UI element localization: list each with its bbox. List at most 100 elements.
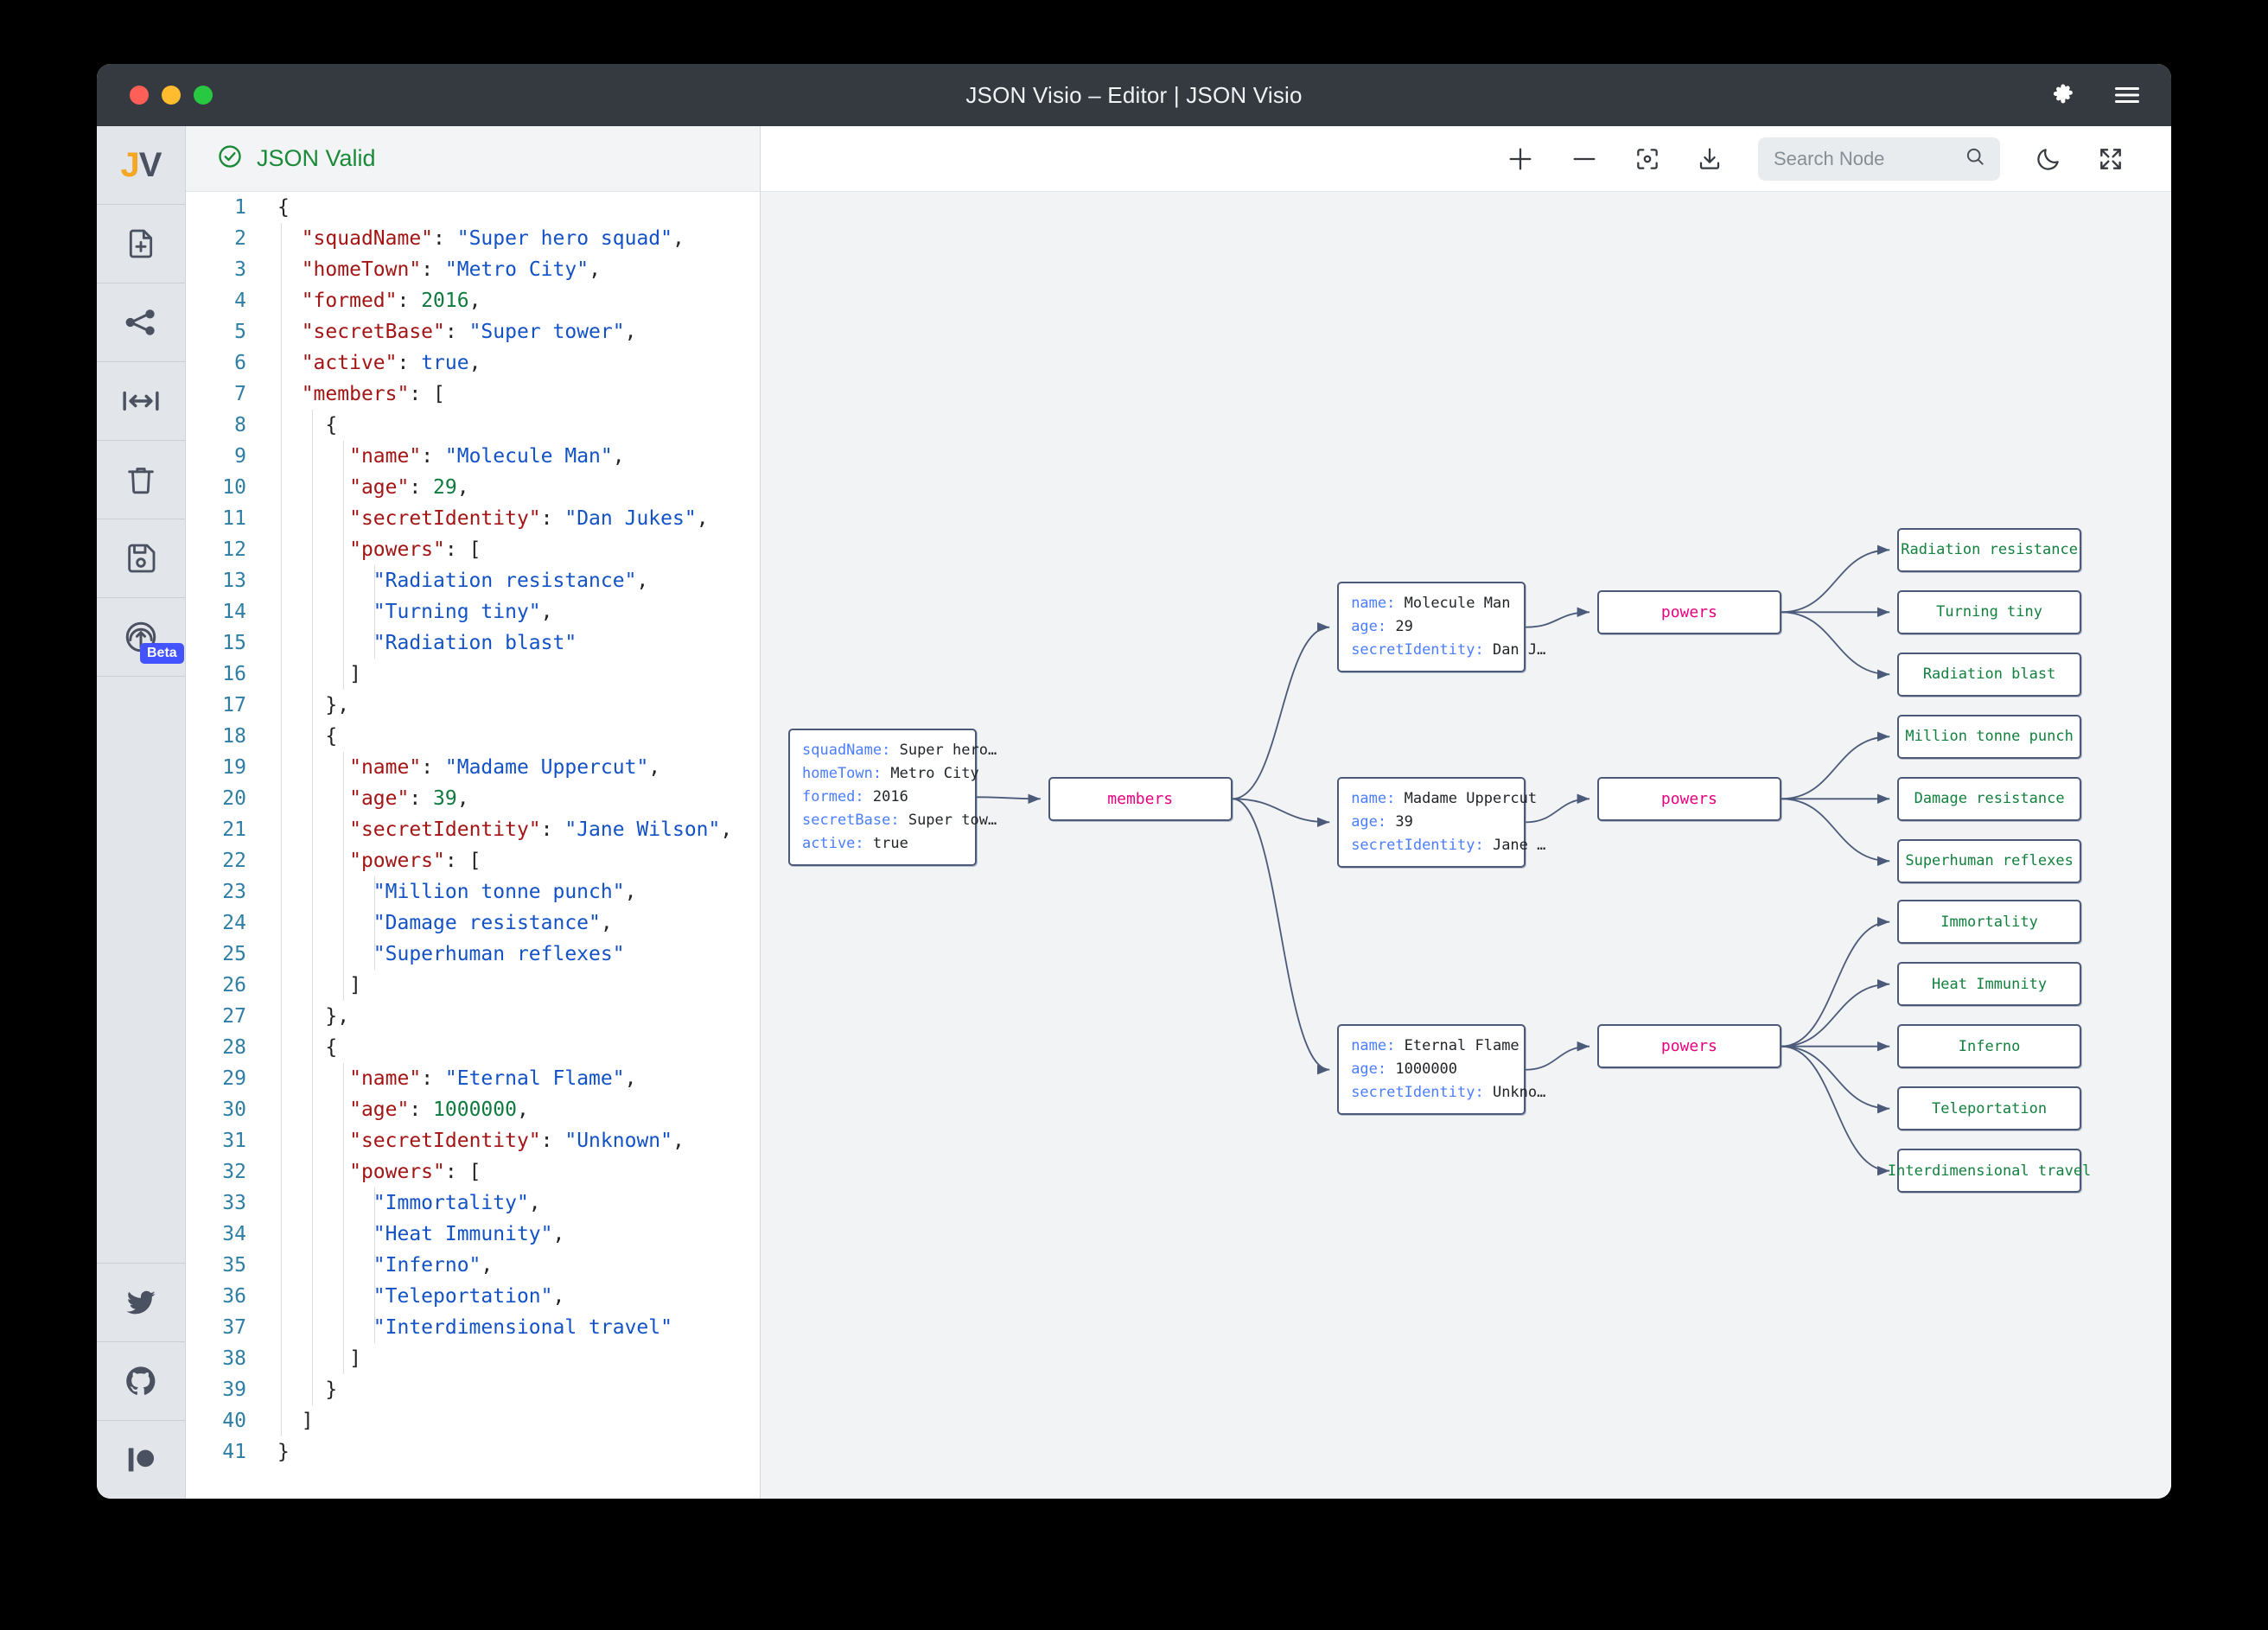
code-editor[interactable]: 1{2 "squadName": "Super hero squad",3 "h… [186, 192, 760, 1499]
graph-leaf-node[interactable]: Damage resistance [1897, 776, 2081, 821]
code-line[interactable]: 37 "Interdimensional travel" [186, 1312, 760, 1343]
graph-parent-node[interactable]: members [1048, 776, 1233, 821]
code-line[interactable]: 23 "Million tonne punch", [186, 876, 760, 907]
graph-leaf-node[interactable]: Superhuman reflexes [1897, 838, 2081, 883]
code-line[interactable]: 22 "powers": [ [186, 845, 760, 876]
search-icon[interactable] [1964, 145, 1986, 172]
code-line[interactable]: 3 "homeTown": "Metro City", [186, 254, 760, 285]
code-line[interactable]: 9 "name": "Molecule Man", [186, 441, 760, 472]
code-line[interactable]: 11 "secretIdentity": "Dan Jukes", [186, 503, 760, 534]
code-line[interactable]: 21 "secretIdentity": "Jane Wilson", [186, 814, 760, 845]
indent-guide [343, 627, 344, 659]
code-line[interactable]: 25 "Superhuman reflexes" [186, 939, 760, 970]
graph-object-node[interactable]: squadName: Super hero…homeTown: Metro Ci… [788, 728, 997, 866]
save-disk-icon[interactable] [97, 519, 185, 598]
graph-edge [1526, 793, 1590, 824]
puzzle-icon[interactable] [2048, 82, 2074, 108]
code-lines-container[interactable]: 1{2 "squadName": "Super hero squad",3 "h… [186, 192, 760, 1499]
new-file-icon[interactable] [97, 205, 185, 283]
code-line[interactable]: 19 "name": "Madame Uppercut", [186, 752, 760, 783]
cloud-upload-icon[interactable]: Beta [97, 598, 185, 677]
code-line[interactable]: 28 { [186, 1032, 760, 1063]
indent-guide [374, 565, 375, 596]
code-line[interactable]: 8 { [186, 410, 760, 441]
download-icon[interactable] [1696, 145, 1723, 173]
code-line[interactable]: 31 "secretIdentity": "Unknown", [186, 1125, 760, 1156]
code-line[interactable]: 35 "Inferno", [186, 1250, 760, 1281]
graph-leaf-node[interactable]: Radiation resistance [1897, 527, 2081, 572]
fullscreen-icon[interactable] [2097, 145, 2125, 173]
code-line[interactable]: 33 "Immortality", [186, 1187, 760, 1219]
code-line[interactable]: 30 "age": 1000000, [186, 1094, 760, 1125]
code-line[interactable]: 4 "formed": 2016, [186, 285, 760, 316]
graph-canvas[interactable]: squadName: Super hero…homeTown: Metro Ci… [761, 192, 2171, 1499]
graph-leaf-node[interactable]: Inferno [1897, 1024, 2081, 1069]
code-line[interactable]: 39 } [186, 1374, 760, 1405]
code-line[interactable]: 41} [186, 1436, 760, 1468]
code-line[interactable]: 29 "name": "Eternal Flame", [186, 1063, 760, 1094]
graph-leaf-node[interactable]: Heat Immunity [1897, 962, 2081, 1007]
graph-node-value: Metro City [890, 764, 979, 782]
trash-icon[interactable] [97, 441, 185, 519]
code-line[interactable]: 16 ] [186, 659, 760, 690]
graph-node-row: active: true [802, 832, 963, 856]
code-line[interactable]: 20 "age": 39, [186, 783, 760, 814]
github-icon[interactable] [97, 1341, 185, 1420]
code-line[interactable]: 17 }, [186, 690, 760, 721]
code-line[interactable]: 14 "Turning tiny", [186, 596, 760, 627]
maximize-window-button[interactable] [194, 86, 213, 105]
code-line[interactable]: 18 { [186, 721, 760, 752]
indent-guide [343, 1281, 344, 1312]
code-line[interactable]: 38 ] [186, 1343, 760, 1374]
zoom-in-icon[interactable] [1506, 144, 1535, 174]
graph-parent-node[interactable]: powers [1597, 776, 1781, 821]
indent-guide [374, 1312, 375, 1343]
expand-width-icon[interactable] [97, 362, 185, 441]
code-line[interactable]: 40 ] [186, 1405, 760, 1436]
code-token: , [552, 1223, 565, 1245]
center-view-icon[interactable] [1634, 145, 1661, 173]
code-line[interactable]: 13 "Radiation resistance", [186, 565, 760, 596]
zoom-out-icon[interactable] [1570, 144, 1599, 174]
code-line[interactable]: 7 "members": [ [186, 379, 760, 410]
graph-parent-node[interactable]: powers [1597, 1024, 1781, 1069]
moon-dark-mode-icon[interactable] [2035, 145, 2062, 173]
code-line[interactable]: 24 "Damage resistance", [186, 907, 760, 939]
line-number: 4 [234, 290, 246, 312]
minimize-window-button[interactable] [162, 86, 181, 105]
line-number: 41 [222, 1441, 246, 1463]
graph-leaf-node[interactable]: Radiation blast [1897, 652, 2081, 697]
code-line[interactable]: 26 ] [186, 970, 760, 1001]
graph-leaf-node[interactable]: Million tonne punch [1897, 714, 2081, 759]
search-input[interactable] [1774, 147, 1955, 170]
graph-parent-node[interactable]: powers [1597, 589, 1781, 634]
close-window-button[interactable] [130, 86, 149, 105]
code-line[interactable]: 6 "active": true, [186, 347, 760, 379]
indent-guide [312, 721, 313, 752]
graph-leaf-node[interactable]: Turning tiny [1897, 589, 2081, 634]
search-node-box[interactable] [1758, 137, 2000, 181]
graph-node-row: formed: 2016 [802, 786, 963, 809]
app-logo[interactable]: JV [97, 126, 185, 205]
code-line[interactable]: 5 "secretBase": "Super tower", [186, 316, 760, 347]
code-line[interactable]: 36 "Teleportation", [186, 1281, 760, 1312]
code-token: , [636, 570, 649, 592]
share-nodes-icon[interactable] [97, 283, 185, 362]
twitter-icon[interactable] [97, 1263, 185, 1341]
code-line[interactable]: 1{ [186, 192, 760, 223]
graph-leaf-node[interactable]: Immortality [1897, 900, 2081, 945]
graph-leaf-node[interactable]: Interdimensional travel [1888, 1149, 2091, 1194]
graph-leaf-node[interactable]: Teleportation [1897, 1086, 2081, 1131]
code-line[interactable]: 2 "squadName": "Super hero squad", [186, 223, 760, 254]
code-line[interactable]: 27 }, [186, 1001, 760, 1032]
code-line[interactable]: 32 "powers": [ [186, 1156, 760, 1187]
hamburger-menu-icon[interactable] [2114, 85, 2140, 105]
code-line[interactable]: 34 "Heat Immunity", [186, 1219, 760, 1250]
code-line[interactable]: 15 "Radiation blast" [186, 627, 760, 659]
code-line[interactable]: 10 "age": 29, [186, 472, 760, 503]
patreon-icon[interactable] [97, 1420, 185, 1499]
code-line[interactable]: 12 "powers": [ [186, 534, 760, 565]
